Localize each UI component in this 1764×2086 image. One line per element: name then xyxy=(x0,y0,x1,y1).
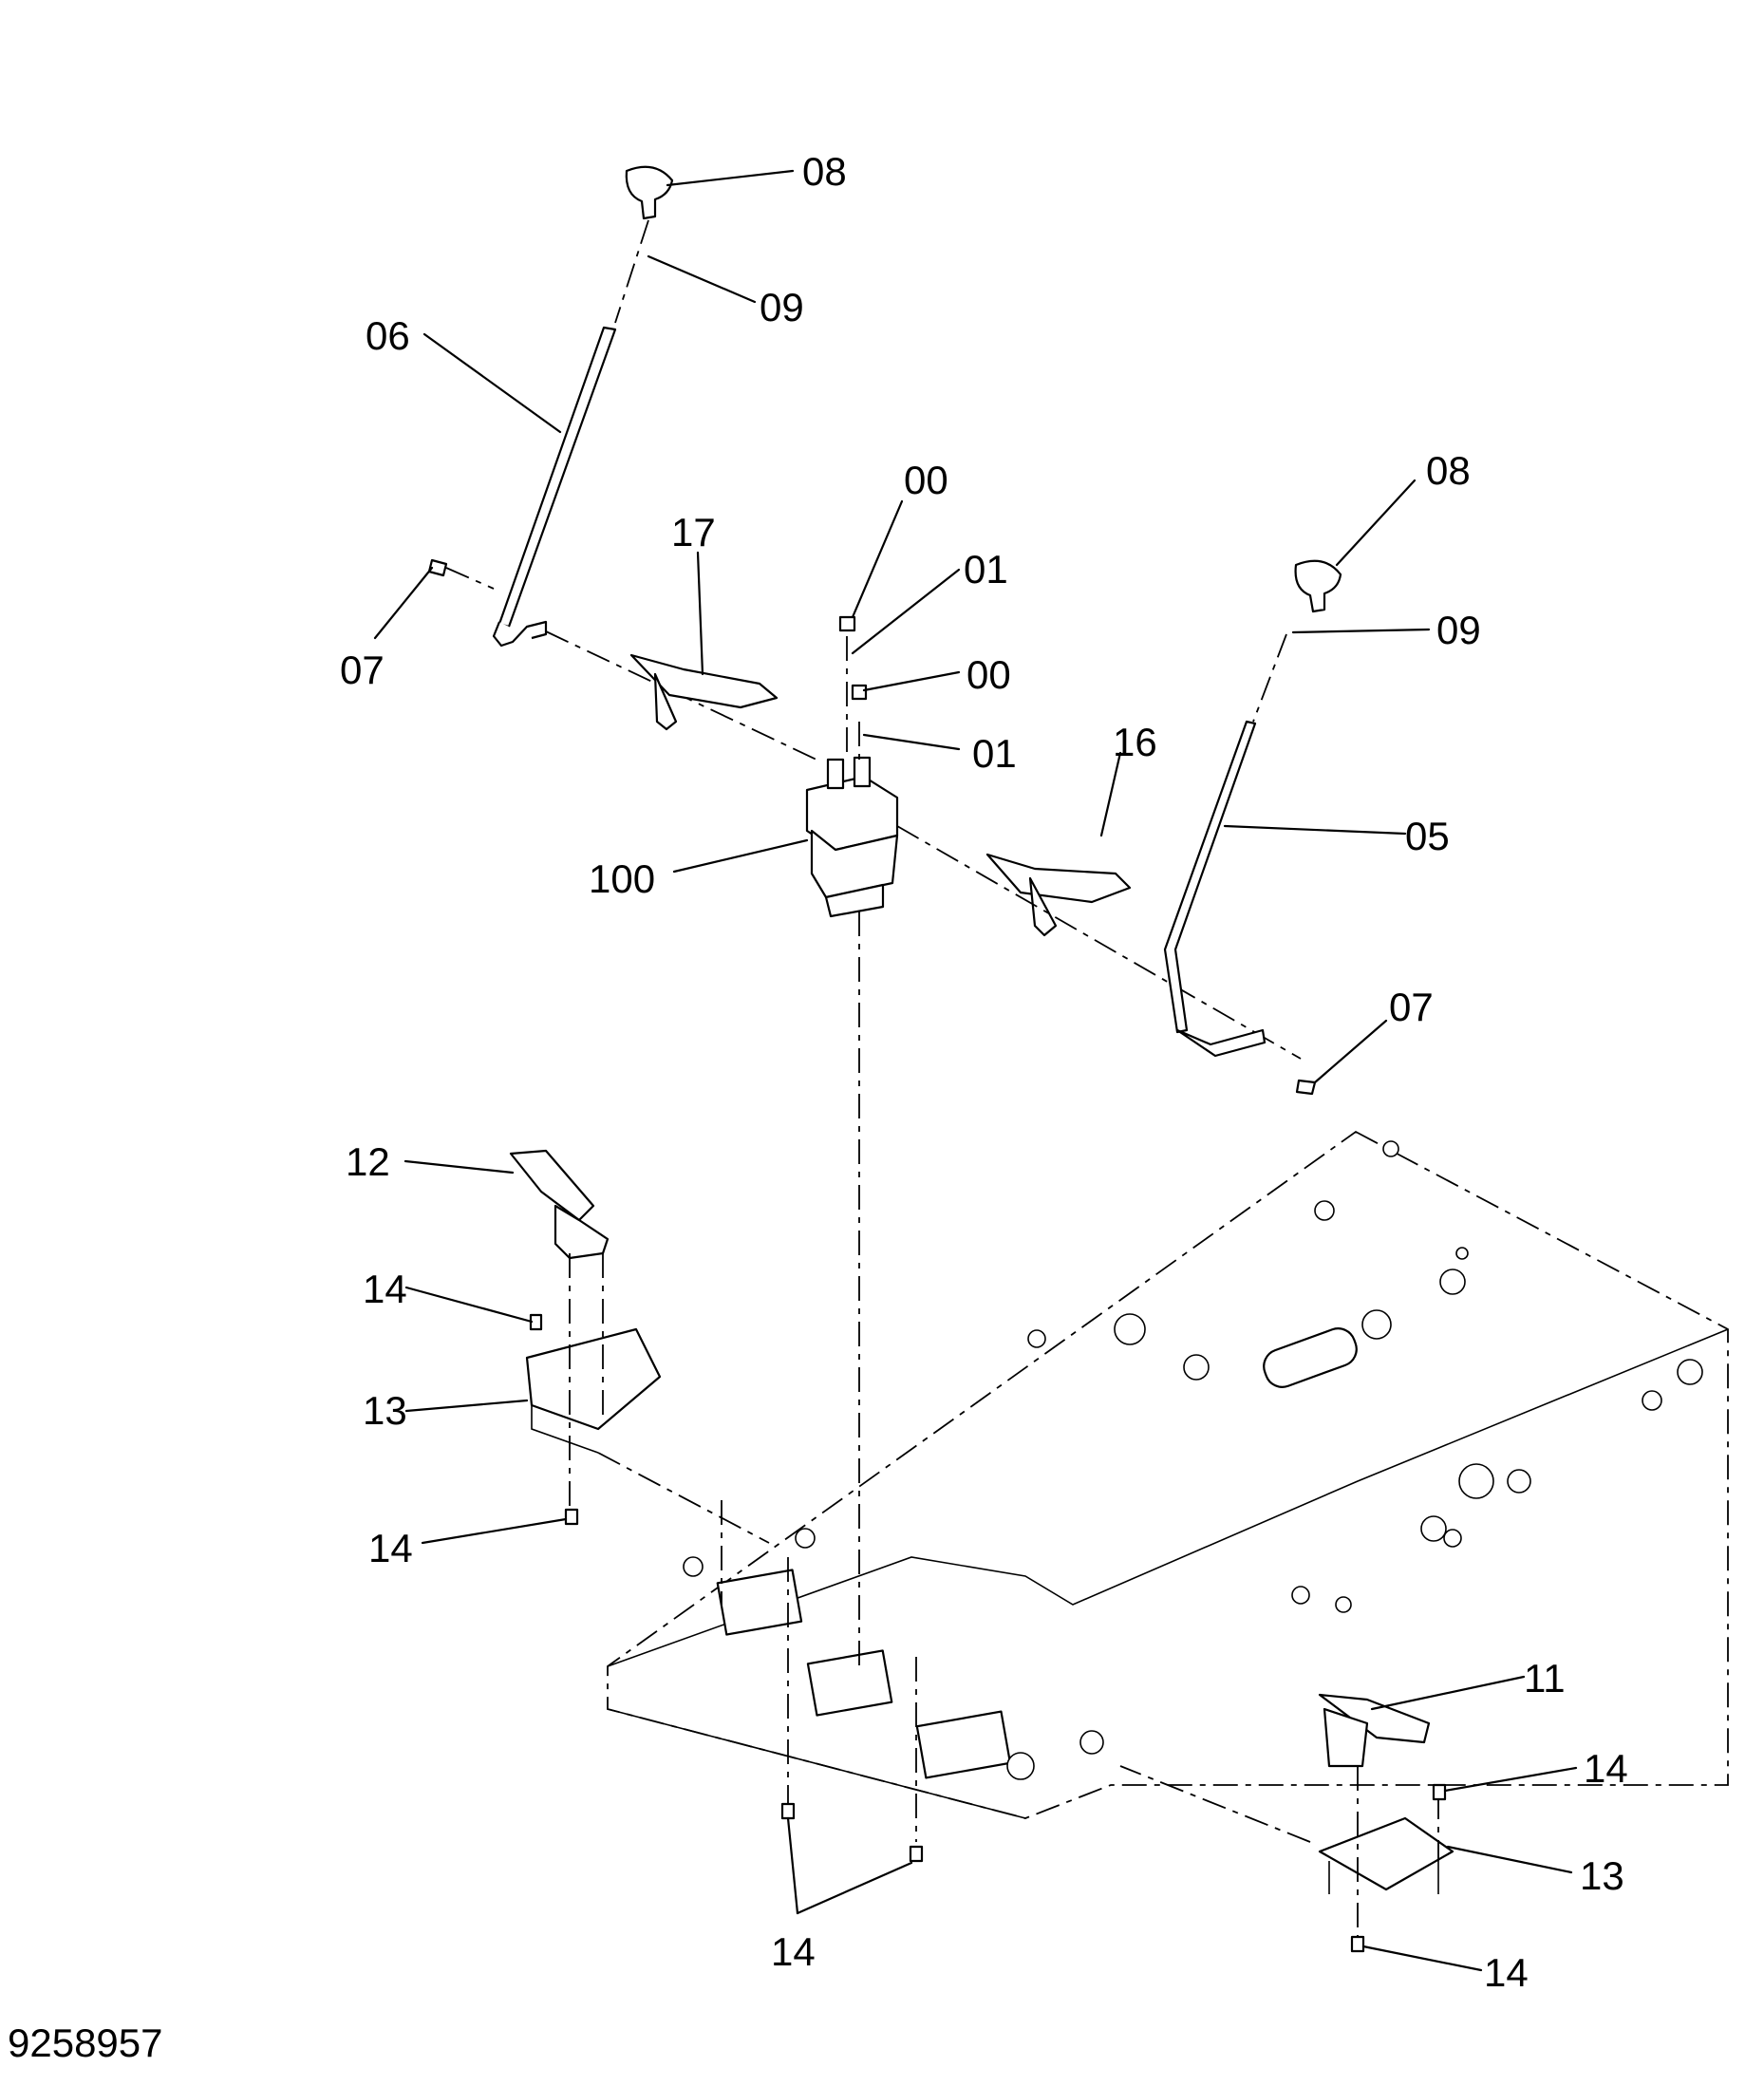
left-lever-rod xyxy=(497,326,617,629)
callout-11: 11 xyxy=(1524,1656,1566,1701)
callout-00-upper: 00 xyxy=(904,458,948,502)
callout-06: 06 xyxy=(366,313,410,358)
callout-100: 100 xyxy=(589,856,655,901)
callout-05: 05 xyxy=(1405,814,1450,858)
callout-09-top-left: 09 xyxy=(760,285,804,329)
callout-09-right: 09 xyxy=(1436,608,1481,652)
floor-plate xyxy=(607,1130,1729,1819)
left-lever-knob xyxy=(625,165,674,220)
callout-16: 16 xyxy=(1113,720,1157,764)
callout-14-upper-right: 14 xyxy=(1584,1746,1628,1791)
callout-12: 12 xyxy=(346,1139,390,1184)
callout-01-lower: 01 xyxy=(972,731,1017,776)
callout-08-right: 08 xyxy=(1426,448,1471,493)
callout-08-top-left: 08 xyxy=(802,149,847,194)
right-lever-knob xyxy=(1294,559,1342,613)
callout-14-bottom-center: 14 xyxy=(771,1929,816,1974)
figure-number: 9258957 xyxy=(8,2020,163,2065)
leader-lines xyxy=(373,169,1578,1972)
right-travel-pedal-11 xyxy=(1119,1693,1454,1953)
left-pedal-17 xyxy=(629,653,779,731)
callout-13-right: 13 xyxy=(1580,1853,1624,1898)
left-travel-pedal-12 xyxy=(509,1149,924,1863)
left-lever-bolt xyxy=(427,558,448,577)
callout-00-lower: 00 xyxy=(966,652,1011,697)
callout-13-left: 13 xyxy=(363,1388,407,1433)
callout-17: 17 xyxy=(671,510,716,554)
callout-14-bottom-right: 14 xyxy=(1484,1950,1529,1995)
control-valve-100 xyxy=(805,615,899,1671)
right-lever-rod xyxy=(1163,720,1257,1034)
callout-07-left: 07 xyxy=(340,648,385,692)
left-lever-assembly xyxy=(427,165,817,761)
callout-labels: 08 09 06 07 17 00 01 00 01 08 09 16 100 … xyxy=(340,149,1628,1995)
callout-14-upper-left: 14 xyxy=(363,1267,407,1311)
right-lever-assembly xyxy=(1163,559,1342,1096)
callout-01-upper: 01 xyxy=(964,547,1008,592)
callout-14-lower-left: 14 xyxy=(368,1526,413,1570)
right-pedal-16 xyxy=(896,825,1302,1060)
right-lever-bolt xyxy=(1295,1079,1317,1096)
callout-07-right: 07 xyxy=(1389,985,1434,1029)
